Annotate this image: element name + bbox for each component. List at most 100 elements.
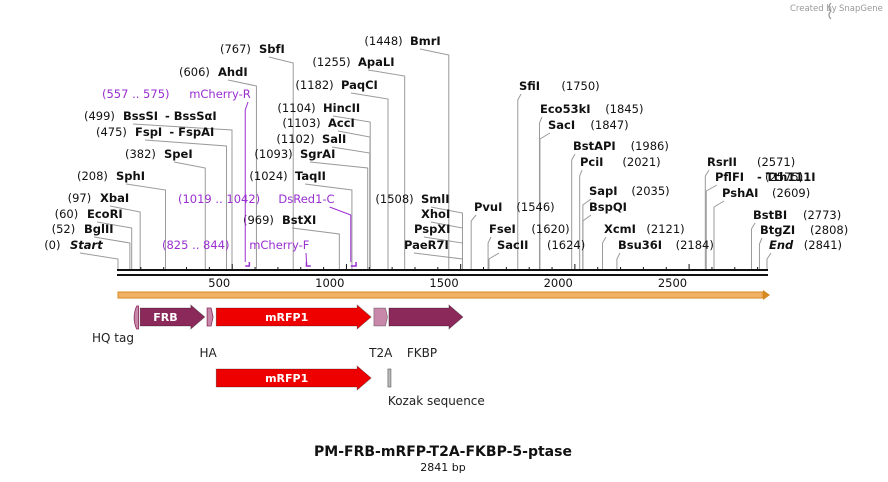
- site-leader-line: [367, 69, 406, 270]
- feature-t2a: [373, 307, 388, 327]
- primer-range: (1019 .. 1042): [178, 192, 260, 206]
- site-position: (2575): [765, 170, 803, 184]
- site-name-sali: SalI: [322, 132, 346, 146]
- site-name-pspxi: PspXI: [414, 222, 450, 236]
- ruler-tick-label: 1500: [429, 276, 458, 290]
- primer-range: (825 .. 844): [162, 238, 230, 252]
- primer-name: mCherry-R: [189, 87, 251, 101]
- site-name-bstbi: BstBI: [753, 208, 787, 222]
- primer-leader-line: [329, 206, 352, 262]
- site-position: (2121): [646, 222, 684, 236]
- site-name-sphi: SphI: [116, 169, 145, 183]
- feature-ha: [206, 307, 214, 327]
- site-position: (52): [52, 222, 76, 236]
- primer-reverse-mark: [350, 262, 357, 267]
- site-position: (1104): [277, 101, 315, 115]
- site-name-fspi: FspI: [135, 125, 162, 139]
- site-position: (1102): [276, 132, 314, 146]
- site-position: (606): [179, 65, 210, 79]
- primer-range: (557 .. 575): [102, 87, 170, 101]
- site-labels-group: (0)Start(52)BglII(60)EcoRI(97)XbaI(208)S…: [44, 34, 848, 252]
- site-position: (767): [220, 42, 251, 56]
- site-name-sfii: SfiI: [519, 79, 540, 93]
- site-name-suffix: - FspAI: [169, 125, 214, 139]
- site-position: (97): [68, 191, 92, 205]
- site-name-paqci: PaqCI: [341, 78, 378, 92]
- site-leader-line: [291, 227, 340, 270]
- site-position: (499): [84, 109, 115, 123]
- site-leader-line: [571, 153, 576, 270]
- site-name-bstapi: BstAPI: [573, 139, 616, 153]
- site-name-bstxi: BstXI: [282, 213, 316, 227]
- site-name-sapi: SapI: [589, 184, 618, 198]
- map-title: PM-FRB-mRFP-T2A-FKBP-5-ptase: [314, 444, 572, 460]
- feature-fkbp: [388, 304, 464, 330]
- site-position: (60): [55, 207, 79, 221]
- feature-label: mRFP1: [265, 372, 308, 385]
- ruler-tick-label: 1000: [315, 276, 344, 290]
- site-position: (969): [243, 213, 274, 227]
- site-name-paer7i: PaeR7I: [404, 238, 449, 252]
- feature-label: T2A: [368, 346, 393, 360]
- site-name-sgrai: SgrAI: [300, 147, 335, 161]
- site-position: (2808): [810, 223, 848, 237]
- site-leader-line: [304, 183, 353, 270]
- primer-leader-line: [244, 101, 249, 262]
- site-name-bsu36i: Bsu36I: [618, 238, 662, 252]
- site-position: (1847): [590, 118, 628, 132]
- site-name-xhoi: XhoI: [421, 207, 450, 221]
- site-leader-line: [79, 252, 119, 270]
- ruler-tick-label: 2000: [544, 276, 573, 290]
- site-leader-line: [750, 222, 756, 270]
- site-leader-line: [487, 236, 492, 270]
- site-position: (1255): [312, 55, 350, 69]
- site-position: (1845): [605, 102, 643, 116]
- feature-mrfp1: [215, 365, 372, 391]
- site-name-hincii: HincII: [323, 101, 360, 115]
- site-position: (2035): [631, 184, 669, 198]
- site-name-apali: ApaLI: [358, 55, 395, 69]
- site-leader-line: [470, 214, 477, 270]
- site-leader-line: [109, 205, 141, 270]
- site-name-ahdi: AhdI: [218, 65, 248, 79]
- site-leader-line: [350, 92, 389, 270]
- feature-label: mRFP1: [265, 311, 308, 324]
- site-lines-group: [79, 48, 772, 270]
- primer-reverse-mark: [245, 262, 251, 267]
- orf-arrow: [117, 290, 770, 300]
- site-name-bsssi: BssSI: [123, 109, 158, 123]
- site-position: (1624): [547, 238, 585, 252]
- site-name-xcmi: XcmI: [604, 222, 636, 236]
- site-leader-line: [132, 123, 233, 270]
- site-position: (1750): [561, 79, 599, 93]
- snapgene-brand: SnapGene: [839, 4, 883, 14]
- site-leader-line: [705, 184, 718, 270]
- site-name-fsei: FseI: [489, 222, 516, 236]
- site-leader-line: [419, 48, 450, 270]
- site-name-bmri: BmrI: [410, 34, 441, 48]
- site-position: (2571): [757, 155, 795, 169]
- site-name-bglii: BglII: [84, 222, 114, 236]
- site-leader-line: [93, 236, 131, 270]
- snapgene-logo-icon: [828, 2, 832, 20]
- primer-name: mCherry-F: [249, 238, 309, 252]
- sequence-backbone: [117, 269, 768, 276]
- feature-mrfp1: [215, 304, 372, 330]
- site-leader-line: [144, 139, 228, 270]
- site-leader-line: [602, 236, 607, 270]
- site-name-smli: SmlI: [421, 192, 450, 206]
- site-leader-line: [413, 252, 463, 270]
- site-position: (382): [125, 147, 156, 161]
- site-name-end: End: [769, 238, 794, 252]
- feature-hq-tag: [133, 305, 140, 330]
- site-position: (1620): [531, 222, 569, 236]
- site-leader-line: [539, 132, 551, 270]
- site-name-pflfi: PflFI: [715, 170, 744, 184]
- site-position: (2184): [676, 238, 714, 252]
- site-name-rsrii: RsrII: [707, 155, 737, 169]
- site-leader-line: [173, 161, 206, 270]
- site-leader-line: [582, 214, 592, 270]
- site-name-ecori: EcoRI: [87, 207, 123, 221]
- site-name-bspqi: BspQI: [589, 200, 627, 214]
